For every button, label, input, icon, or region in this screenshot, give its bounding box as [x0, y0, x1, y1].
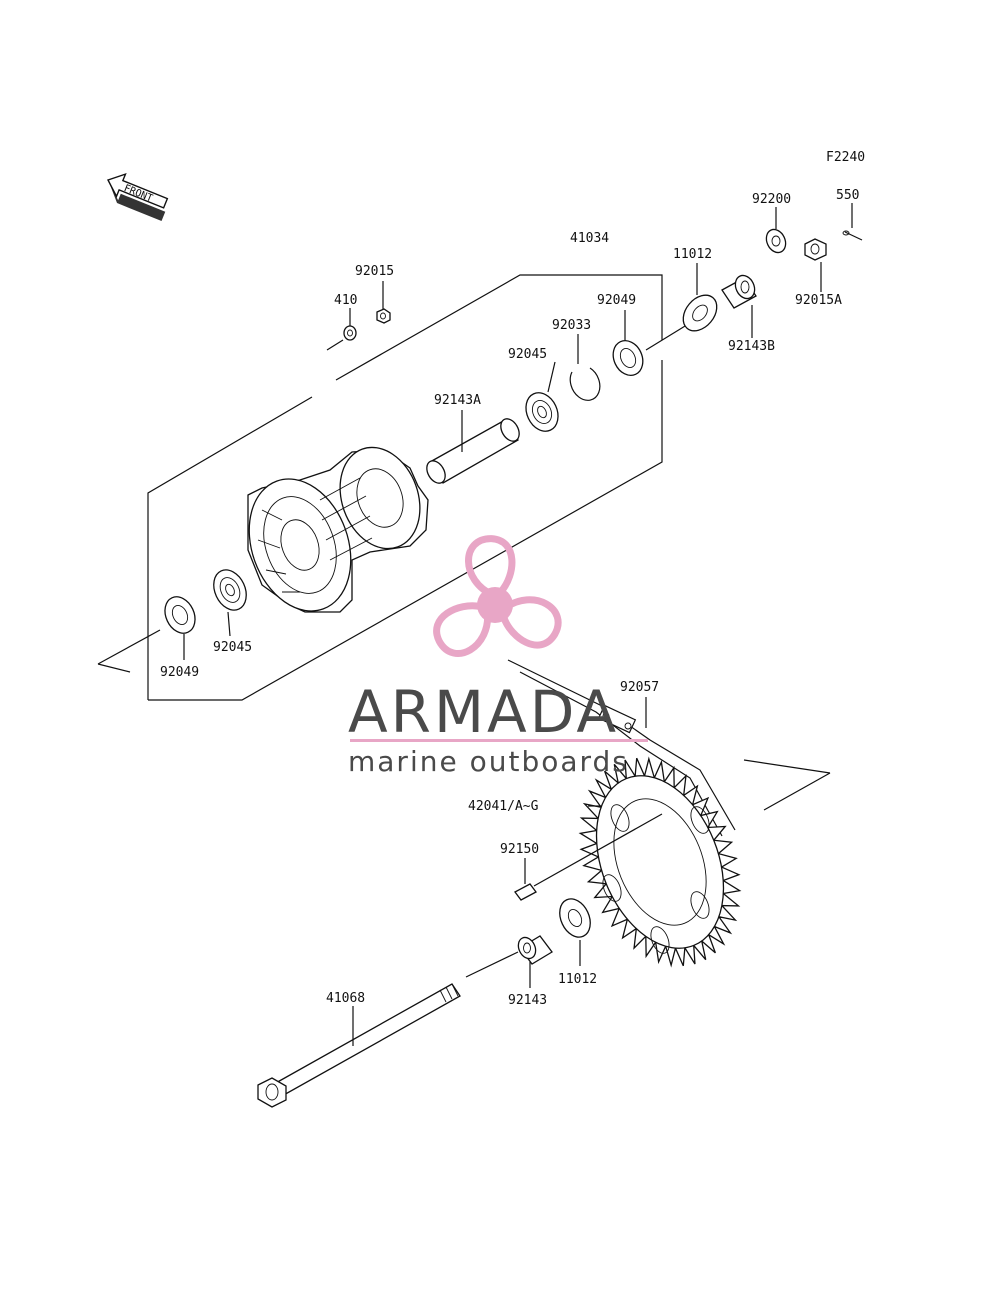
rear-wheel-hub [247, 446, 429, 613]
label-92049-lower: 92049 [160, 665, 199, 680]
part-92200-washer [765, 228, 787, 254]
propeller-blade [465, 535, 516, 599]
part-92143-collar [517, 935, 553, 965]
hub-assembly-bracket [97, 274, 691, 701]
part-42041-rear-sprocket [578, 756, 742, 968]
part-11012-washer-upper [682, 294, 718, 332]
part-92143B-collar [721, 274, 757, 309]
part-92045-bearing-lower [213, 569, 247, 611]
part-92150-sprocket-bolt [514, 813, 663, 901]
label-11012-lower: 11012 [558, 972, 597, 987]
part-92049-oil-seal-upper [612, 339, 644, 377]
label-92049-upper: 92049 [597, 293, 636, 308]
watermark-rule [350, 739, 648, 742]
part-41068-rear-axle [257, 983, 461, 1108]
label-92143: 92143 [508, 993, 547, 1008]
watermark-tagline: marine outboards [348, 745, 629, 778]
figure-code: F2240 [826, 150, 865, 165]
label-410: 410 [334, 293, 357, 308]
label-92045-lower: 92045 [213, 640, 252, 655]
label-92015: 92015 [355, 264, 394, 279]
part-92015A-nut [804, 238, 827, 261]
label-41034: 41034 [570, 231, 609, 246]
label-92045-upper: 92045 [508, 347, 547, 362]
armada-watermark: ARMADA marine outboards [348, 535, 648, 778]
label-92143B: 92143B [728, 339, 775, 354]
part-92045-bearing-upper [525, 392, 559, 432]
part-11012-washer-lower [559, 898, 591, 938]
label-92200: 92200 [752, 192, 791, 207]
front-direction-arrow-icon: FRONT [107, 172, 169, 222]
watermark-brand: ARMADA [348, 678, 619, 746]
label-550: 550 [836, 188, 859, 203]
label-11012-upper: 11012 [673, 247, 712, 262]
part-labels: 41034 92015 410 92049 92033 92045 11012 … [160, 188, 859, 1008]
propeller-logo-icon [433, 535, 562, 657]
label-41068: 41068 [326, 991, 365, 1006]
sprocket-bracket [743, 759, 831, 811]
label-92150: 92150 [500, 842, 539, 857]
part-550-cotter-pin [842, 230, 863, 241]
part-92143A-spacer-tube [426, 418, 520, 484]
label-92033: 92033 [552, 318, 591, 333]
part-92033-circlip [569, 367, 601, 401]
label-42041: 42041/A~G [468, 799, 539, 814]
part-92049-oil-seal-lower [164, 596, 196, 634]
label-92143A: 92143A [434, 393, 481, 408]
part-92015-nut [376, 308, 391, 324]
label-92015A: 92015A [795, 293, 842, 308]
part-410-washer [343, 325, 357, 341]
propeller-blade [500, 596, 562, 649]
part-92057-drive-chain [507, 659, 736, 837]
label-92057: 92057 [620, 680, 659, 695]
propeller-blade [433, 602, 491, 657]
